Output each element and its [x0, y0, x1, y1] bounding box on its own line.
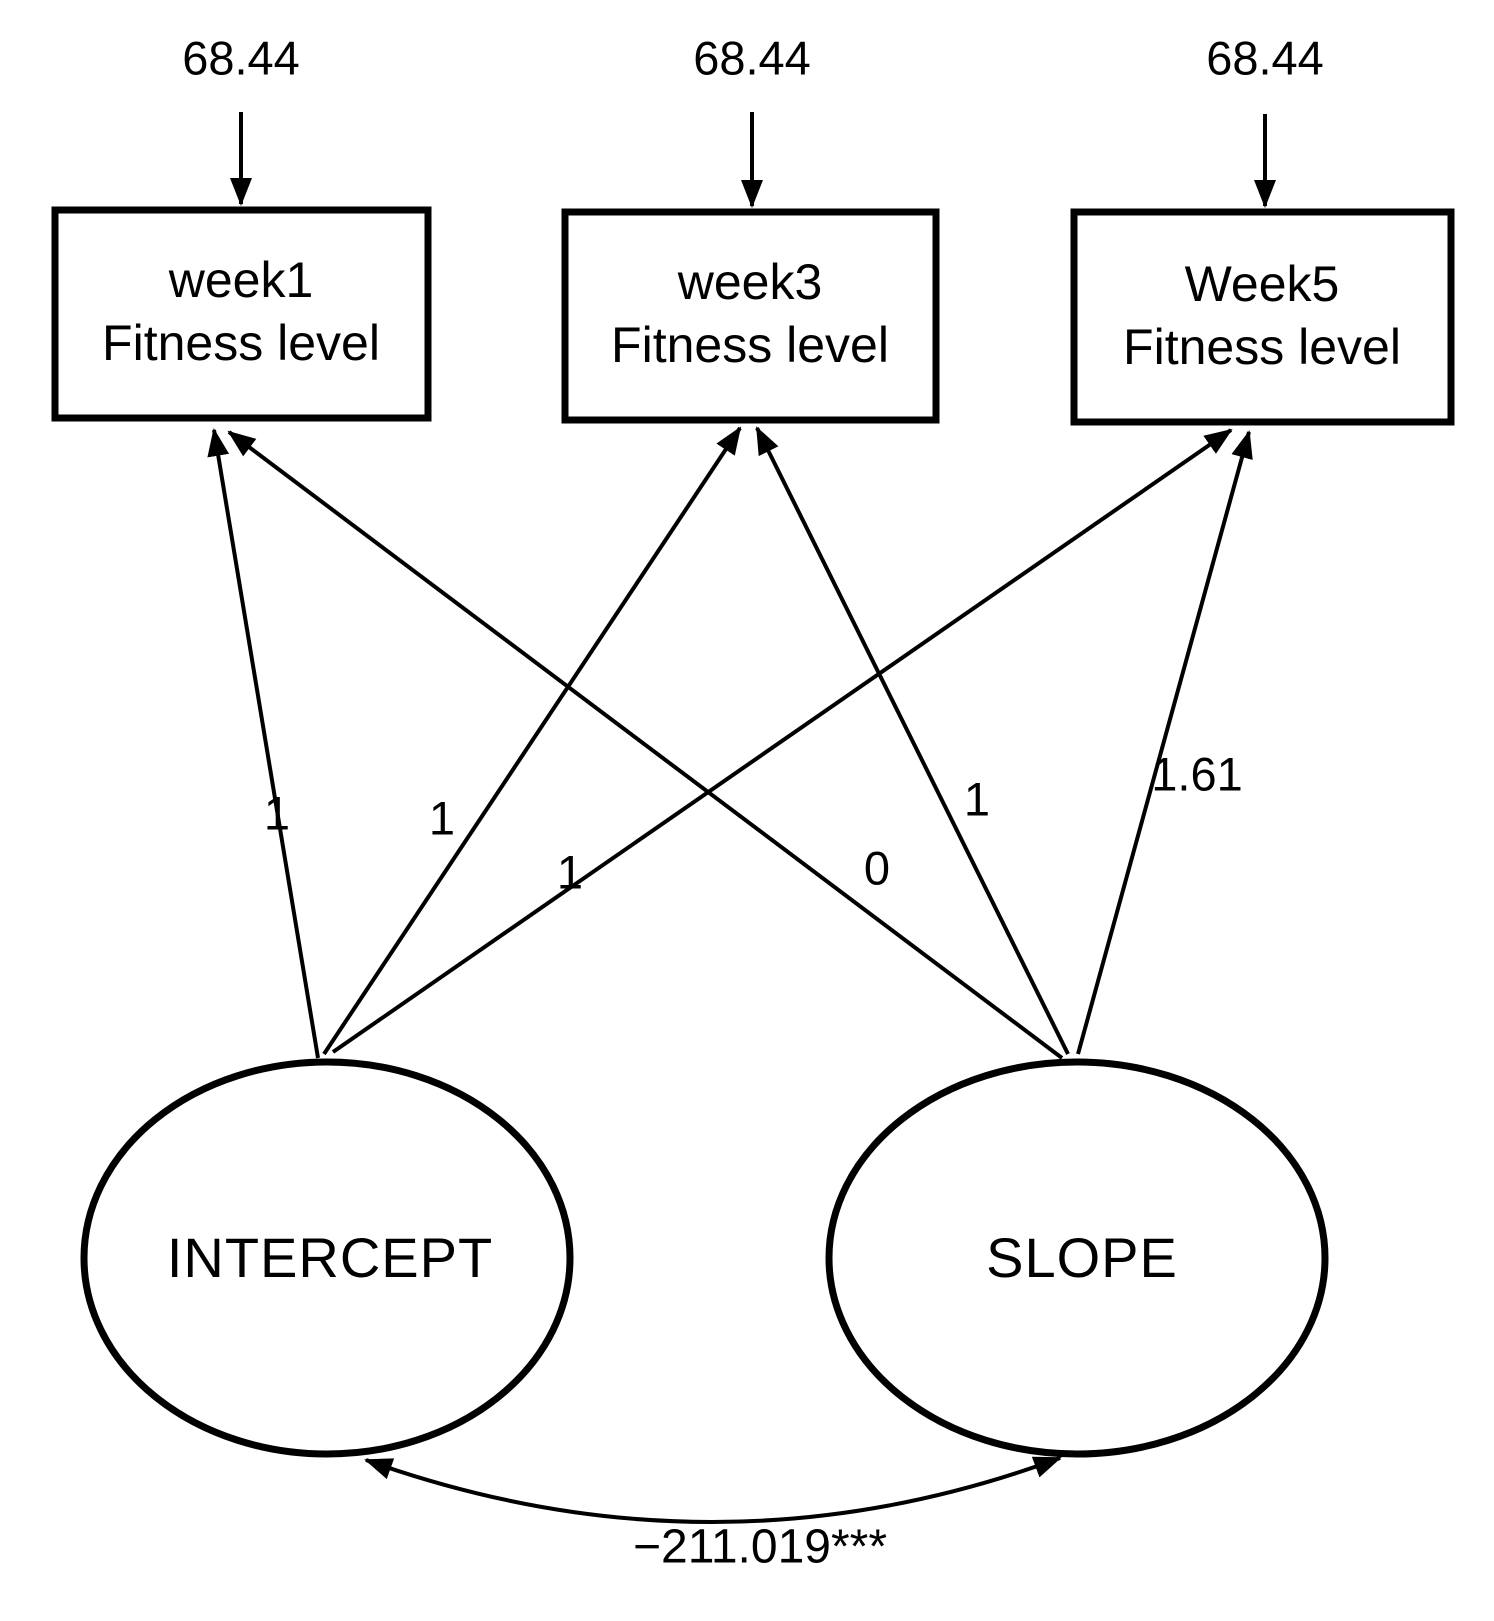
box-label-week1-line1: week1	[168, 252, 314, 308]
covariance-label: −211.019***	[633, 1521, 887, 1574]
loading-label-slope-week5: 1.61	[1151, 747, 1242, 800]
box-label-week3-line2: Fitness level	[611, 317, 889, 373]
box-label-week5-line2: Fitness level	[1123, 319, 1401, 375]
observed-box-week1	[51, 206, 432, 422]
box-label-week5-line1: Week5	[1185, 256, 1340, 312]
latent-label-slope: SLOPE	[986, 1226, 1178, 1289]
latent-ellipse-slope	[825, 1058, 1329, 1458]
error-value-week3: 68.44	[693, 31, 811, 84]
observed-box-week5	[1070, 208, 1455, 426]
error-value-week1: 68.44	[182, 31, 300, 84]
path-slope-week3	[755, 426, 1070, 1055]
loading-label-slope-week3: 1	[964, 772, 990, 825]
loading-label-intercept-week1: 1	[264, 786, 290, 839]
box-label-week1-line2: Fitness level	[102, 315, 380, 371]
latent-ellipse-intercept	[80, 1058, 574, 1458]
path-slope-week5	[1076, 430, 1253, 1055]
path-intercept-week1	[207, 428, 320, 1059]
loading-label-intercept-week5: 1	[557, 845, 583, 898]
path-slope-week1	[227, 430, 1064, 1060]
loading-label-intercept-week3: 1	[429, 791, 455, 844]
loading-label-slope-week1: 0	[864, 841, 890, 894]
error-value-week5: 68.44	[1206, 31, 1324, 84]
path-intercept-week5	[331, 428, 1233, 1054]
box-label-week3-line1: week3	[677, 254, 823, 310]
covariance-arc-intercept-slope	[364, 1456, 1062, 1524]
observed-box-week3	[561, 208, 940, 424]
path-intercept-week3	[322, 426, 742, 1056]
latent-label-intercept: INTERCEPT	[167, 1226, 493, 1289]
